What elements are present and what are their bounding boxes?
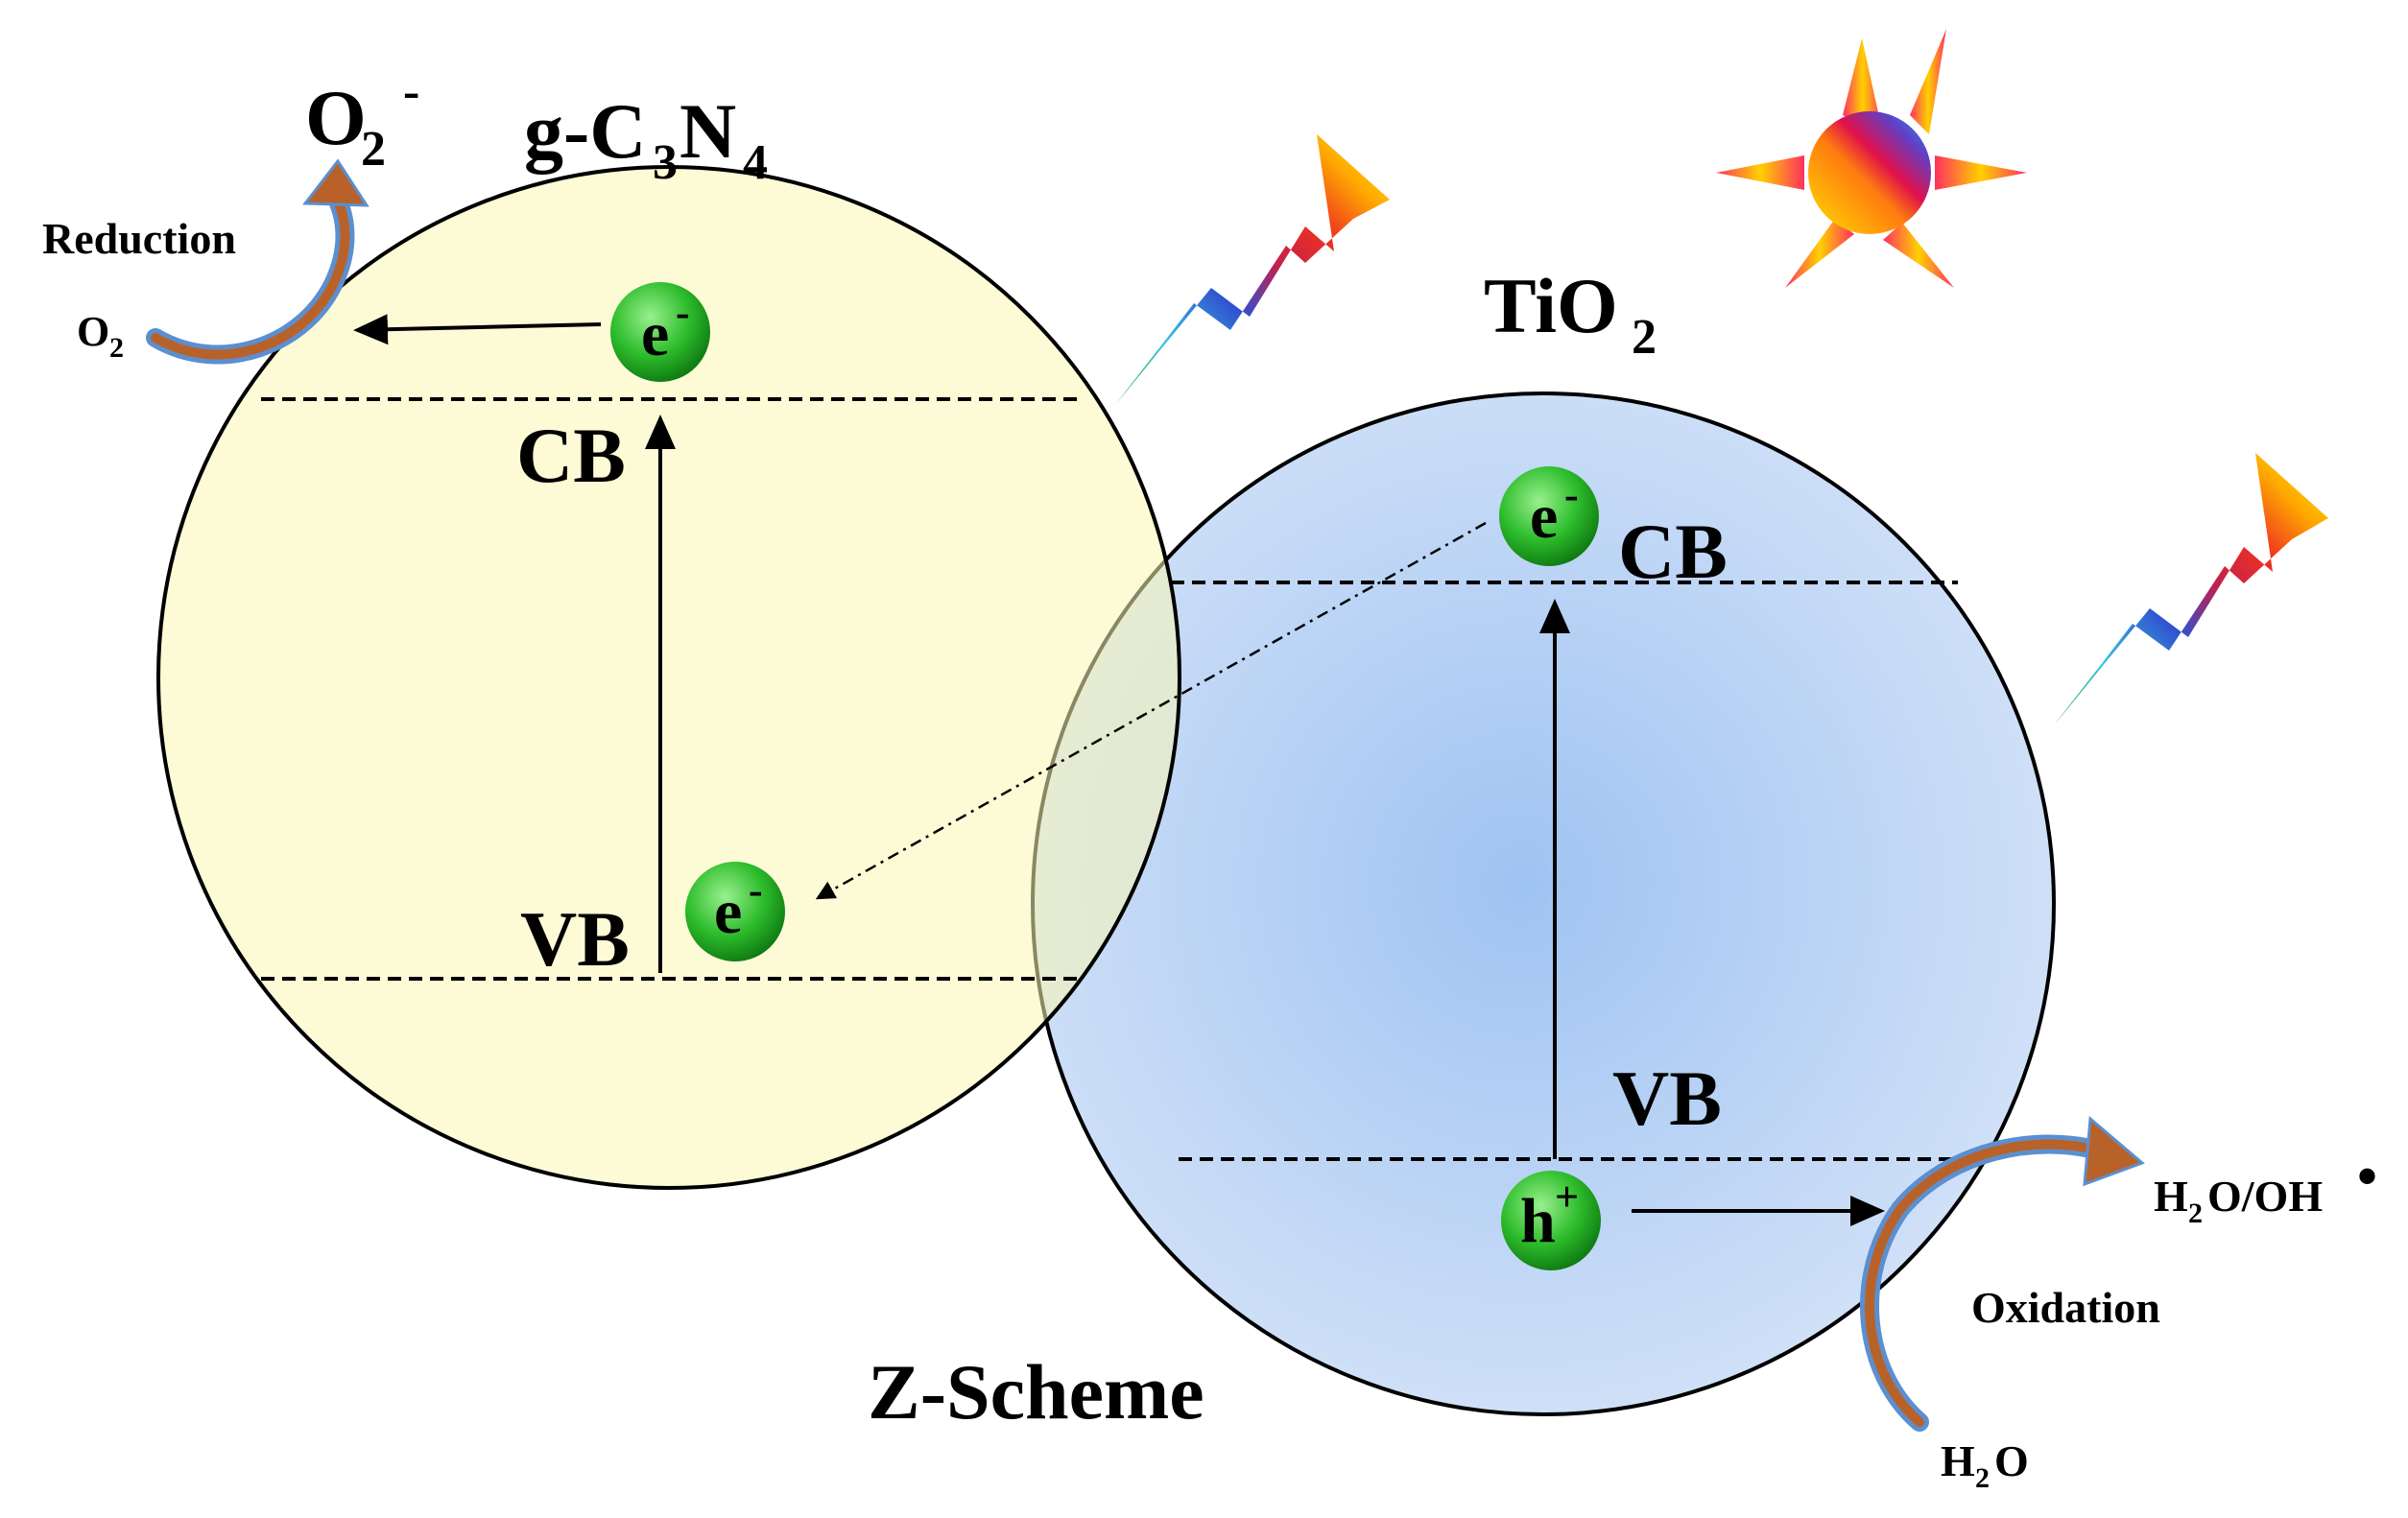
o2-label: O 2 [77,308,124,364]
electron-cb-gcn: e - [610,282,710,382]
electron-cb-tio2: e - [1499,466,1599,566]
tio2-title: TiO 2 [1484,262,1657,365]
svg-text:-: - [749,866,763,913]
svg-text:e: e [641,299,669,369]
svg-text:N: N [679,87,736,175]
svg-text:3: 3 [653,135,678,190]
svg-text:2: 2 [1632,310,1657,365]
svg-text:4: 4 [743,135,768,190]
tio2-vb-label: VB [1612,1055,1722,1142]
z-scheme-label: Z-Scheme [868,1348,1204,1435]
svg-text:H: H [2154,1172,2188,1221]
superoxide-label: O 2 - [305,64,419,177]
svg-text:2: 2 [361,122,386,177]
gcn-circle [156,165,1181,1190]
sun-icon [1716,29,2027,288]
gcn-vb-label: VB [520,895,630,983]
svg-text:g-C: g-C [524,87,647,175]
electron-vb-gcn: e - [685,862,785,961]
reduction-label: Reduction [42,214,236,263]
svg-text:O: O [77,308,109,355]
h2o-label: H 2 O [1941,1436,2029,1494]
gcn-title: g-C 3 N 4 [524,87,768,190]
svg-text:H: H [1941,1436,1975,1485]
oxidation-label: Oxidation [1971,1283,2160,1332]
svg-text:e: e [1530,482,1558,552]
svg-text:-: - [1564,471,1579,518]
hole-vb-tio2: h + [1501,1171,1601,1270]
svg-text:2: 2 [2188,1198,2203,1229]
reduction-curved-arrow [146,158,370,365]
oxidation-curved-arrow [1860,1115,2145,1432]
svg-text:O: O [305,74,367,161]
svg-text:-: - [403,64,419,119]
lightning-bolt-icon [1115,134,1390,405]
svg-text:+: + [1555,1174,1579,1221]
lightning-bolt-icon [2054,453,2328,725]
svg-text:O: O [1994,1436,2029,1485]
svg-text:O/OH: O/OH [2207,1172,2323,1221]
svg-text:2: 2 [109,332,124,364]
svg-text:•: • [2357,1145,2377,1208]
gcn-cb-label: CB [516,412,626,499]
svg-text:TiO: TiO [1484,262,1618,349]
svg-text:2: 2 [1975,1462,1990,1494]
svg-text:-: - [676,289,690,336]
tio2-cb-label: CB [1618,508,1728,595]
svg-text:e: e [714,877,742,947]
electron-to-o2-arrow [353,314,602,345]
svg-text:h: h [1520,1186,1556,1256]
h2o-oh-label: H 2 O/OH • [2154,1145,2377,1229]
